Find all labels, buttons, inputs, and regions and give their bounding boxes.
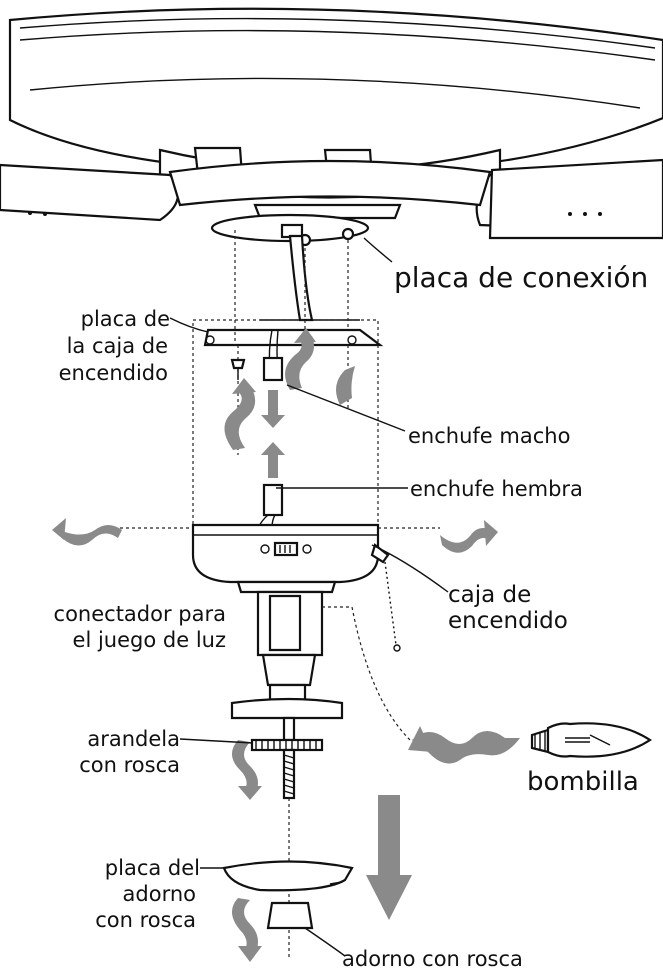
light-kit-connector (230, 590, 421, 743)
label-enchufe-hembra: enchufe hembra (410, 477, 583, 501)
label-conectador-line2: el juego de luz (73, 628, 226, 652)
label-arandela-line2: con rosca (79, 753, 180, 777)
label-conectador-line1: conectador para (54, 602, 226, 626)
trim-plate (222, 860, 354, 892)
label-placa-adorno-line1: placa del (105, 856, 200, 880)
label-placa-adorno-line3: con rosca (95, 908, 196, 932)
threaded-trim (266, 901, 314, 930)
label-placa-caja-line3: encendido (59, 361, 168, 385)
label-placa-caja-line2: la caja de (67, 334, 168, 358)
fan-blade-arms (0, 146, 663, 240)
label-enchufe-macho: enchufe macho (408, 424, 570, 448)
label-caja-encendido-line2: encendido (448, 608, 568, 634)
switch-housing-plate (203, 319, 384, 347)
label-bombilla: bombilla (527, 767, 639, 797)
label-placa-conexion: placa de conexión (394, 261, 648, 294)
screws (230, 358, 246, 380)
assembly-arrows (52, 328, 498, 553)
switch-adapter-plate (210, 203, 402, 322)
labels: placa de conexión placa de la caja de en… (54, 261, 649, 968)
lower-arrows (231, 726, 520, 962)
label-adorno-rosca: adorno con rosca (342, 947, 523, 968)
wire-connectors (257, 329, 284, 529)
label-caja-encendido-line1: caja de (448, 582, 531, 608)
light-bulb (530, 722, 652, 758)
label-placa-caja-line1: placa de (81, 307, 170, 331)
label-arandela-line1: arandela (87, 727, 180, 751)
leader-lines (169, 237, 449, 957)
switch-housing (191, 523, 401, 652)
label-placa-adorno-line2: adorno (123, 882, 196, 906)
